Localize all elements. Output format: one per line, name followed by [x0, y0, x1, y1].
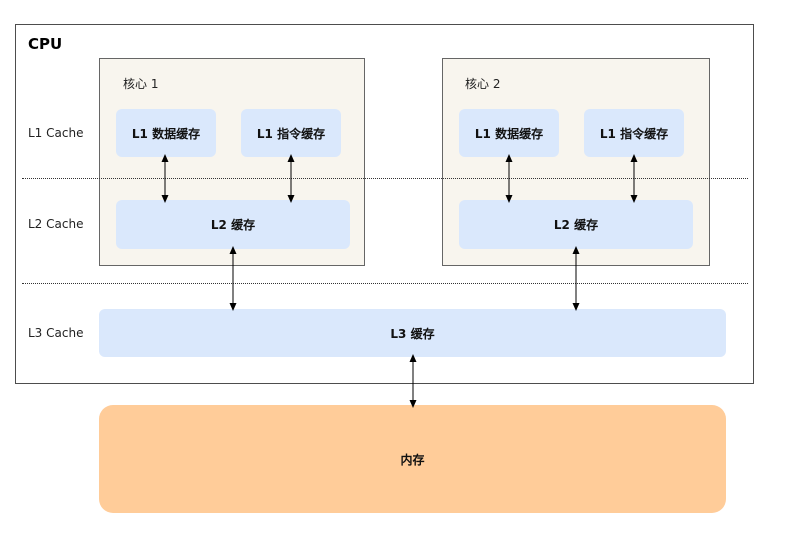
- core-1-title: 核心 1: [123, 77, 159, 91]
- level-label-l1: L1 Cache: [28, 126, 84, 140]
- core-1-l2-cache: L2 缓存: [116, 200, 350, 249]
- memory-box: 内存: [99, 405, 726, 513]
- core-1-l1-data-cache: L1 数据缓存: [116, 109, 216, 157]
- separator-l1-l2: [22, 178, 748, 179]
- l3-cache: L3 缓存: [99, 309, 726, 357]
- level-label-l3: L3 Cache: [28, 326, 84, 340]
- core-2-title: 核心 2: [465, 77, 501, 91]
- core-2-l1-instruction-cache: L1 指令缓存: [584, 109, 684, 157]
- core-1-l1-instruction-cache: L1 指令缓存: [241, 109, 341, 157]
- level-label-l2: L2 Cache: [28, 217, 84, 231]
- core-2-l1-data-cache: L1 数据缓存: [459, 109, 559, 157]
- cpu-title: CPU: [28, 35, 63, 53]
- core-2-l2-cache: L2 缓存: [459, 200, 693, 249]
- separator-l2-l3: [22, 283, 748, 284]
